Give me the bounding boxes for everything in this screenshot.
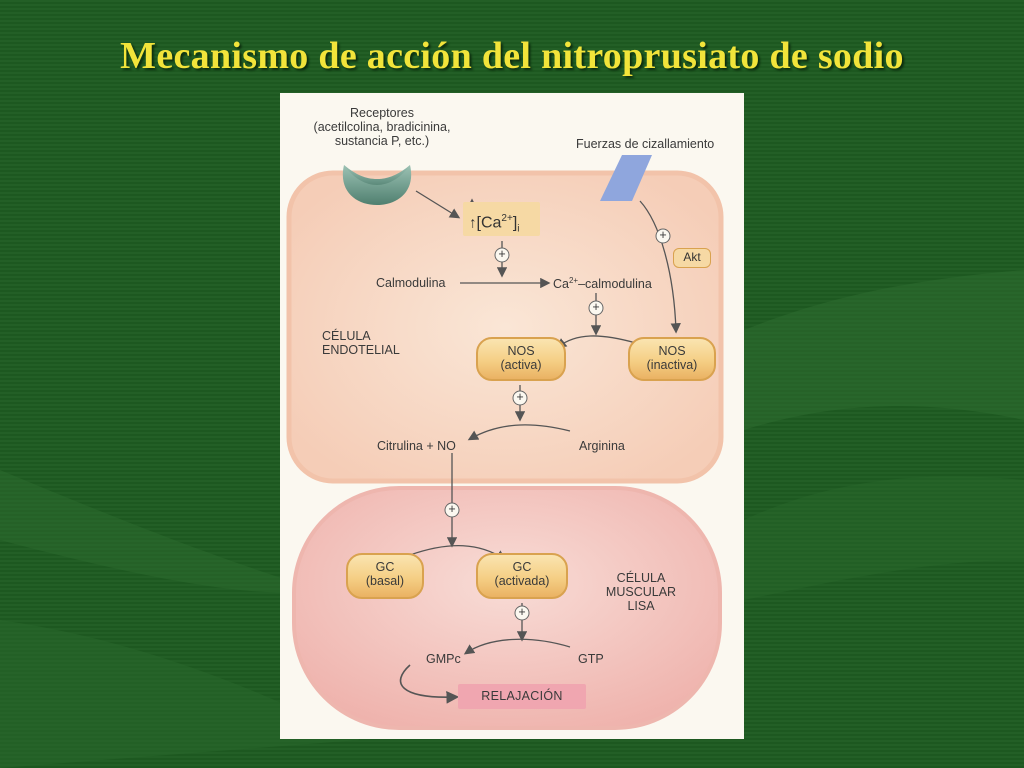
citrulina-no-label: Citrulina + NO <box>377 439 456 453</box>
gtp-label: GTP <box>578 652 604 666</box>
nos-activa-pill: NOS(activa) <box>476 337 566 381</box>
calmodulina-label: Calmodulina <box>376 276 446 290</box>
shear-force-shape <box>600 155 652 201</box>
gmpc-label: GMPc <box>426 652 461 666</box>
receptor-shape-lower <box>342 165 412 205</box>
arginina-label: Arginina <box>579 439 625 453</box>
calcium-box: ↑[Ca2+]i <box>463 202 540 236</box>
receptores-label: Receptores (acetilcolina, bradicinina, s… <box>313 106 451 148</box>
plus-sign: + <box>592 300 600 314</box>
up-arrow-icon: ↑ <box>469 214 477 232</box>
plus-sign: + <box>516 390 524 404</box>
slide-title: Mecanismo de acción del nitroprusiato de… <box>120 35 904 77</box>
gc-basal-pill: GC(basal) <box>346 553 424 599</box>
ca-calmodulina-label: Ca2+–calmodulina <box>553 276 652 292</box>
relajacion-box: RELAJACIÓN <box>458 684 586 709</box>
mechanism-diagram: + + + + + + Receptores (acetilcolina, br… <box>280 93 744 739</box>
fuerzas-label: Fuerzas de cizallamiento <box>576 137 715 151</box>
plus-sign: + <box>498 247 506 261</box>
plus-sign: + <box>659 228 667 242</box>
nos-inactiva-pill: NOS(inactiva) <box>628 337 716 381</box>
celula-endotelial-label: CÉLULA ENDOTELIAL <box>322 329 400 357</box>
akt-box: Akt <box>673 248 711 268</box>
diagram-shapes <box>286 155 724 730</box>
smooth-muscle-cell <box>292 486 722 730</box>
endothelial-cell <box>286 170 724 484</box>
plus-sign: + <box>448 502 456 516</box>
celula-muscular-label: CÉLULA MUSCULAR LISA <box>605 571 677 613</box>
gc-activada-pill: GC(activada) <box>476 553 568 599</box>
plus-sign: + <box>518 605 526 619</box>
